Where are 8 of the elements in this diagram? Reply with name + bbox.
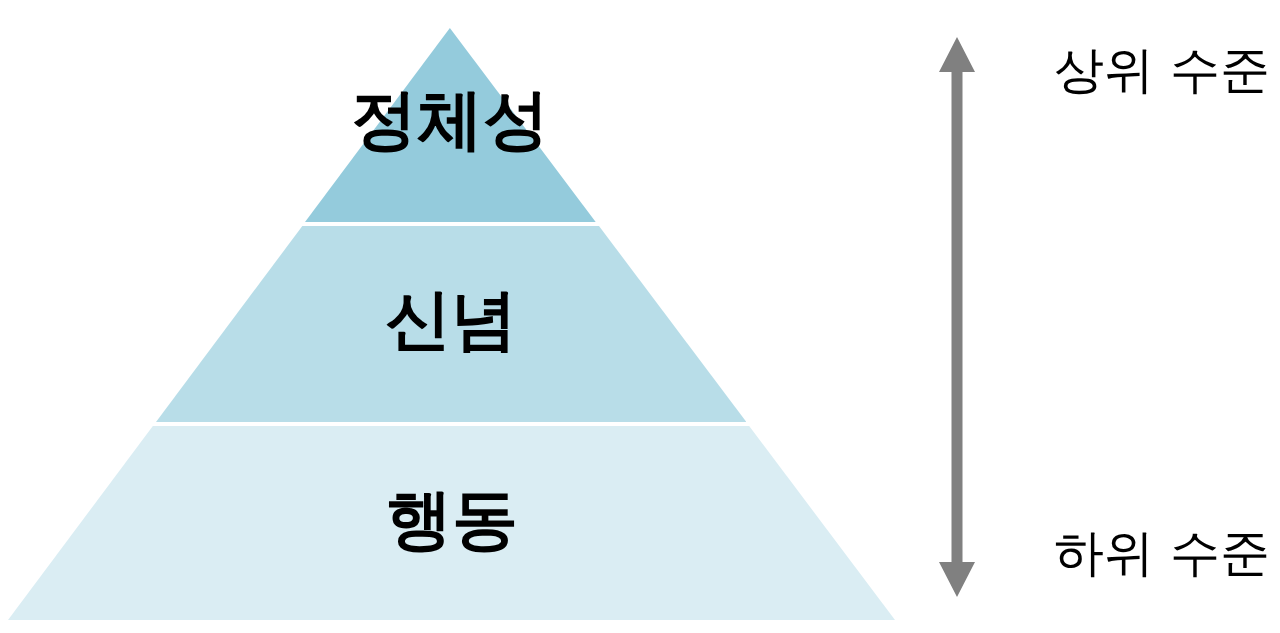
level-label: 하위 수준 xyxy=(1054,528,1270,578)
pyramid-tier xyxy=(155,226,747,422)
tier-label: 신념 xyxy=(385,287,517,353)
pyramid-tier xyxy=(8,426,895,620)
tier-label: 정체성 xyxy=(351,87,550,153)
level-label: 상위 수준 xyxy=(1054,45,1270,95)
pyramid-tier xyxy=(305,28,596,222)
tier-label: 행동 xyxy=(385,487,518,553)
